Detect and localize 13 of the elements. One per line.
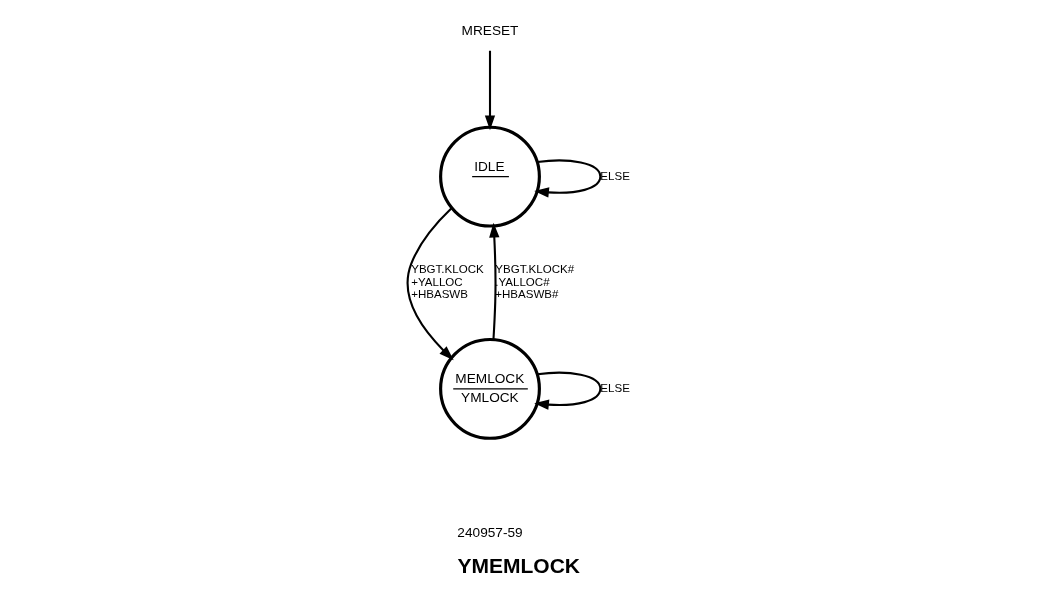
arrow bbox=[484, 50, 496, 131]
edge-label: ELSE bbox=[600, 381, 630, 394]
arrow bbox=[489, 222, 500, 340]
arrow bbox=[534, 371, 602, 410]
node-text: MRESET bbox=[461, 23, 519, 39]
edge-label: YBGT.KLOCK +YALLOC +HBASWB bbox=[411, 263, 484, 301]
label: 240957-59 bbox=[457, 525, 523, 541]
arrow bbox=[534, 159, 602, 198]
diagram-title: YMEMLOCK bbox=[457, 553, 581, 577]
arrow bbox=[406, 207, 454, 361]
node-circle: IDLE bbox=[439, 125, 541, 228]
edge-label: YBGT.KLOCK# .YALLOC# +HBASWB# bbox=[495, 263, 575, 301]
edge-label: ELSE bbox=[600, 169, 630, 182]
